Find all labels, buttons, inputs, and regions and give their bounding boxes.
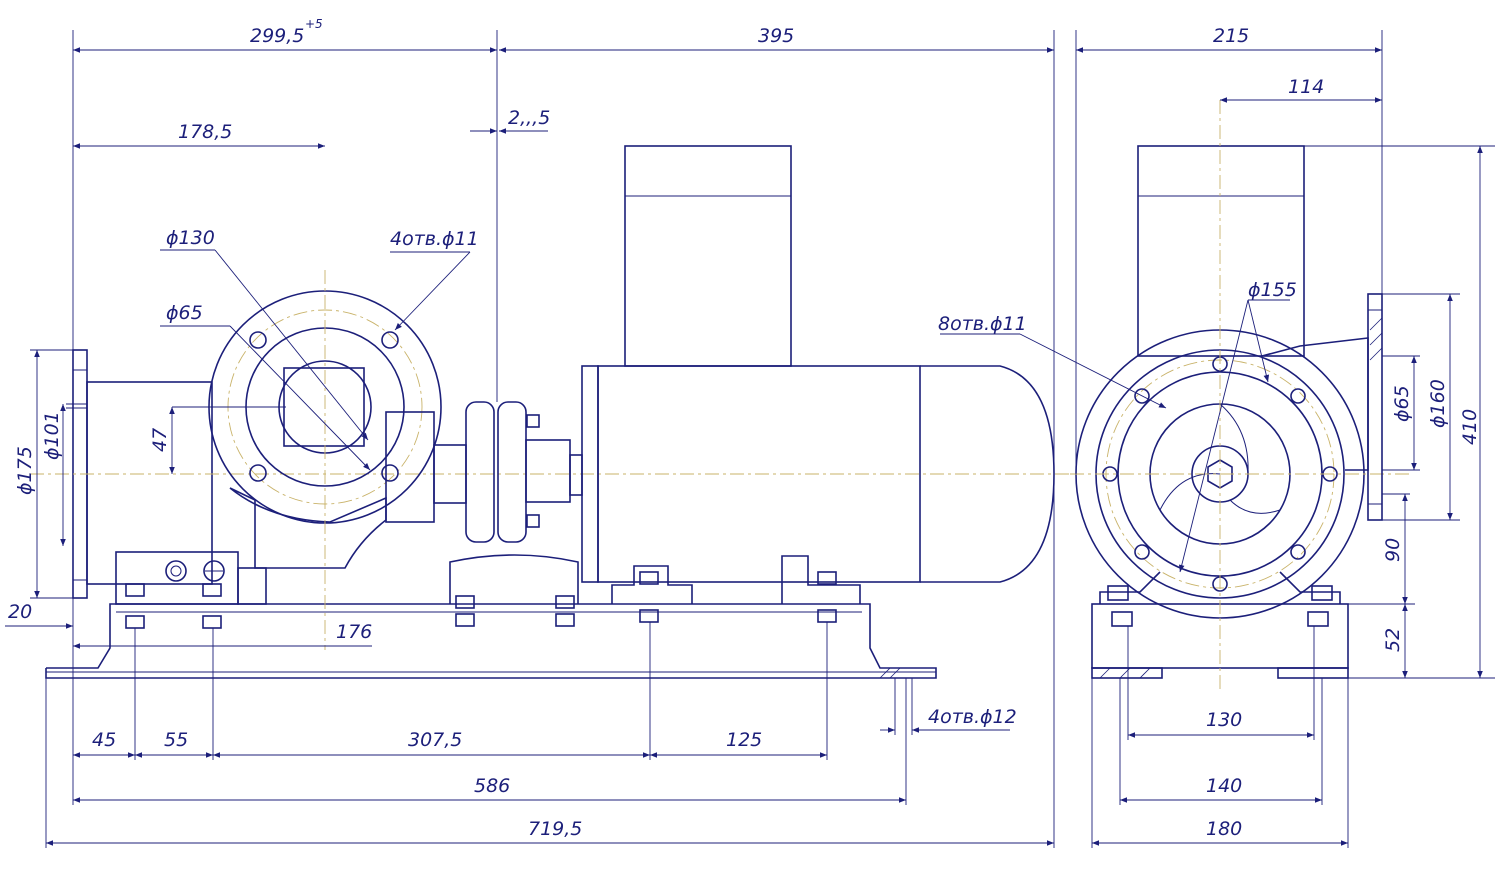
junction-box [115,551,267,605]
bolt-hole-icon [381,464,399,482]
side-dimensions [940,30,1495,848]
bolt-icon [555,595,575,609]
bolt-hole-icon [381,331,399,349]
bolt-icon [125,583,145,597]
bolt-icon [639,571,659,585]
dim-176: 176 [336,621,372,643]
gauge-icon [165,560,187,582]
bolt-icon [125,615,145,629]
side-motor [1137,145,1305,357]
valve-icon [203,560,225,582]
bolt-icon [455,613,475,627]
side-casing [1070,100,1410,690]
dim-phi-160: ϕ160 [1427,379,1449,428]
discharge-flange [1261,293,1383,521]
dim-719-5: 719,5 [528,818,582,840]
dim-215: 215 [1213,25,1249,47]
dim-114: 114 [1288,76,1324,98]
frame-bolts [125,571,837,629]
dim-299-5-tolerance: +5 [305,17,323,31]
dim-phi-65-side: ϕ65 [1391,385,1413,422]
side-dimension-labels: 215 114 ϕ155 8отв.ϕ11 ϕ65 ϕ160 410 90 52… [938,25,1481,840]
bolt-icon [1307,611,1329,627]
side-view: 215 114 ϕ155 8отв.ϕ11 ϕ65 ϕ160 410 90 52… [938,25,1495,848]
dim-586: 586 [474,775,510,797]
dim-47: 47 [149,428,171,452]
bolt-icon [1111,611,1133,627]
pump-casing [208,270,442,650]
coupling [433,401,583,604]
bolt-hole-icon [249,331,267,349]
front-dimensions [5,30,1055,848]
bolt-icon [1311,585,1333,601]
bolt-hole-icon [1134,388,1150,404]
dim-125: 125 [726,729,762,751]
front-view: 299,5 +5 395 178,5 2,,,5 ϕ130 4отв.ϕ11 ϕ… [5,17,1080,848]
bolt-icon [555,613,575,627]
dim-phi-175: ϕ175 [14,446,36,495]
bolt-icon [202,583,222,597]
dim-178-5: 178,5 [178,121,232,143]
dim-8-holes-11: 8отв.ϕ11 [938,313,1027,335]
dim-299-5: 299,5 [250,25,304,47]
dim-phi-65: ϕ65 [166,302,203,324]
bolt-icon [1107,585,1129,601]
base-frame [45,603,937,679]
dim-307-5: 307,5 [408,729,462,751]
bolt-icon [202,615,222,629]
suction-flange [30,349,1080,599]
dim-4-holes-12: 4отв.ϕ12 [928,706,1017,728]
bolt-icon [817,571,837,585]
dim-130: 130 [1206,709,1242,731]
bolt-icon [455,595,475,609]
dim-52: 52 [1382,628,1404,652]
bolt-icon [639,609,659,623]
dim-phi-155: ϕ155 [1248,279,1297,301]
dim-4-holes-11: 4отв.ϕ11 [390,228,479,250]
dim-90: 90 [1382,538,1404,562]
dim-phi-130: ϕ130 [166,227,215,249]
dim-20: 20 [8,601,32,623]
dim-2-5: 2,,,5 [508,107,550,129]
dim-395: 395 [758,25,794,47]
dim-410: 410 [1459,409,1481,445]
bolt-hole-icon [1290,388,1306,404]
front-dimension-labels: 299,5 +5 395 178,5 2,,,5 ϕ130 4отв.ϕ11 ϕ… [8,17,1017,840]
dim-phi-101: ϕ101 [41,411,63,460]
dim-140: 140 [1206,775,1242,797]
dim-45: 45 [92,729,116,751]
bolt-hole-icon [249,464,267,482]
dim-55: 55 [164,729,188,751]
dim-180: 180 [1206,818,1242,840]
bolt-hole-icon [1134,544,1150,560]
bolt-hole-icon [1290,544,1306,560]
electric-motor [581,145,1055,604]
